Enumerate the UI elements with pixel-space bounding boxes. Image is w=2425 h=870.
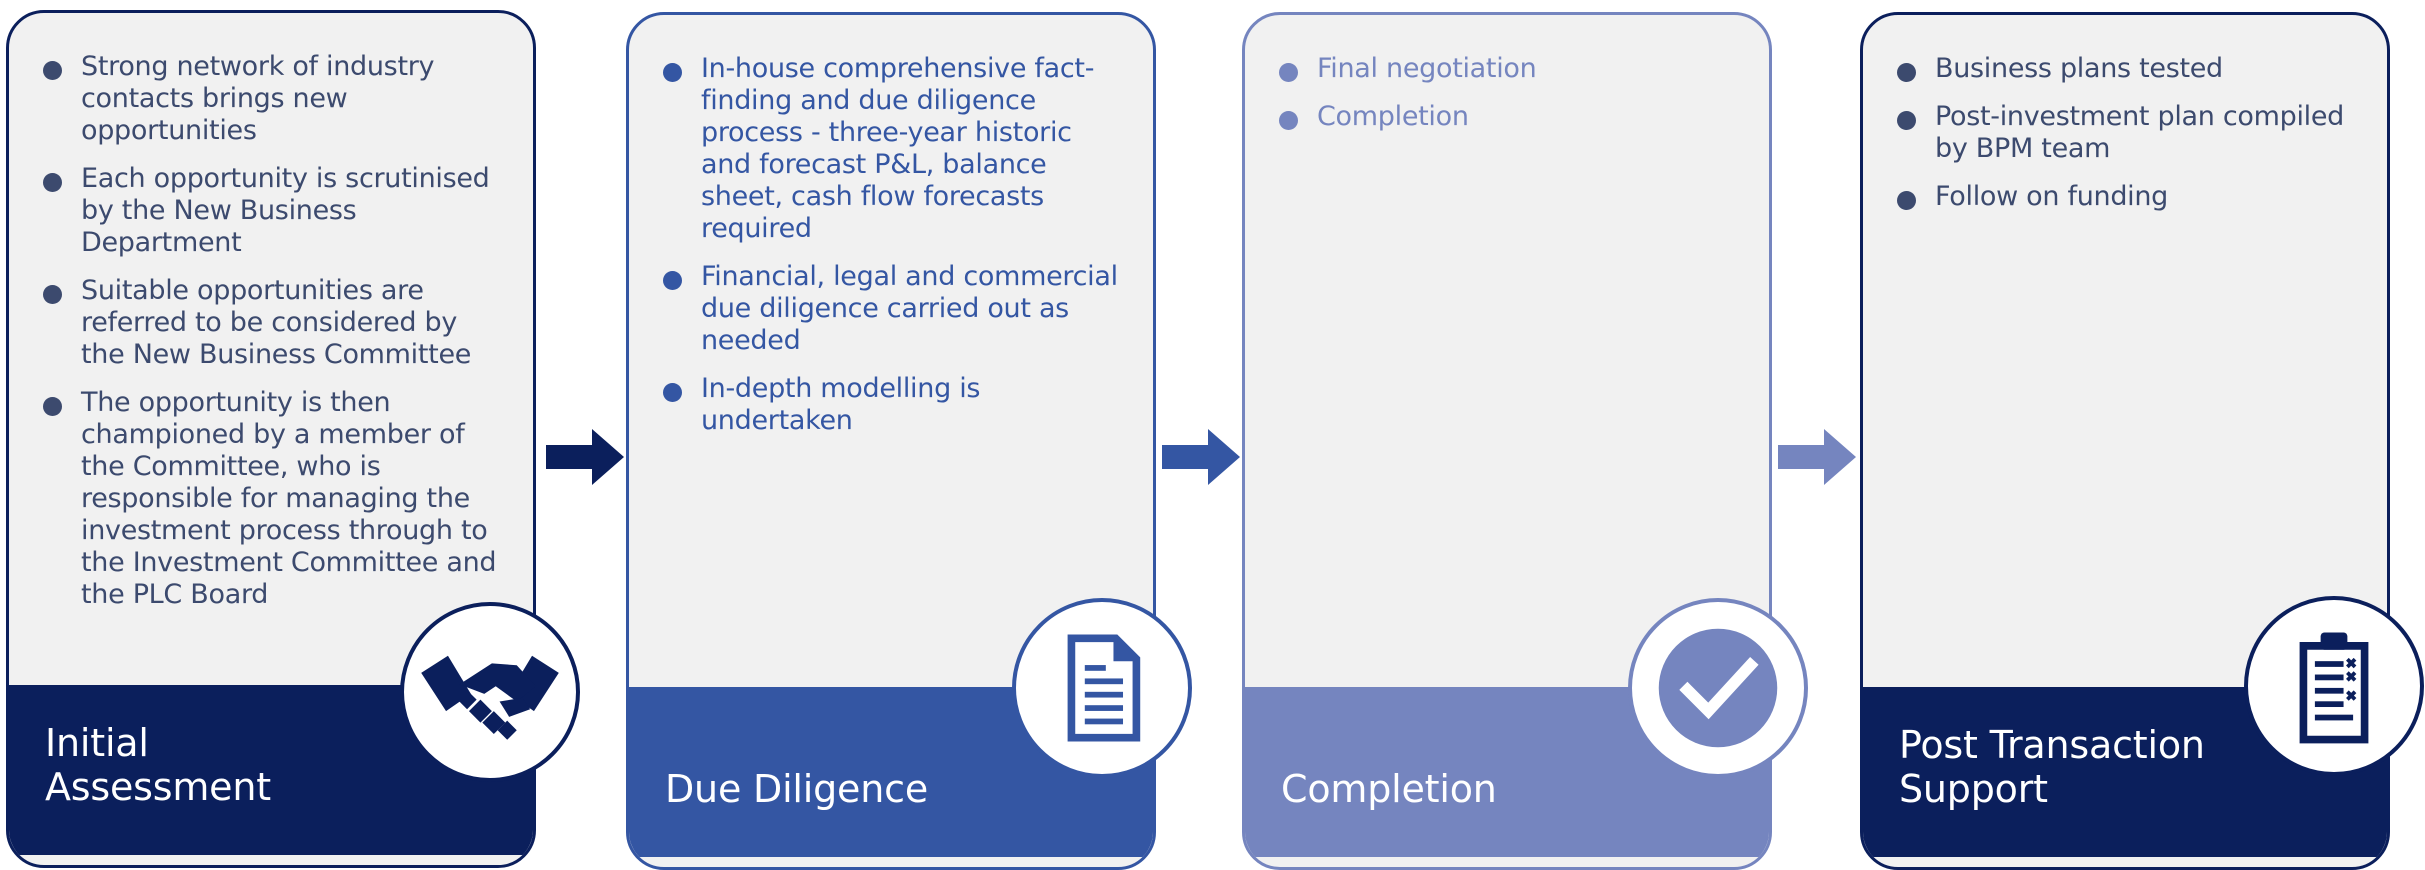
- arrow-right-icon: [546, 429, 624, 485]
- bullet-list: In-house comprehensive fact-finding and …: [663, 53, 1125, 453]
- stage-title: Initial Assessment: [45, 721, 271, 809]
- list-item: Strong network of industry contacts brin…: [43, 51, 505, 147]
- clipboard-icon: [2244, 596, 2424, 776]
- stage-footer: Completion: [1245, 687, 1769, 857]
- list-item: Follow on funding: [1897, 181, 2359, 213]
- stage-title: Due Diligence: [665, 767, 928, 811]
- bullet-list: Final negotiation Completion: [1279, 53, 1741, 149]
- list-item: Completion: [1279, 101, 1741, 133]
- list-item: Financial, legal and commercial due dili…: [663, 261, 1125, 357]
- checkmark-icon: [1628, 598, 1808, 778]
- stage-title: Post Transaction Support: [1899, 723, 2205, 811]
- bullet-list: Strong network of industry contacts brin…: [43, 51, 505, 627]
- stage-card-due-diligence: In-house comprehensive fact-finding and …: [626, 12, 1156, 870]
- stage-title: Completion: [1281, 767, 1497, 811]
- bullet-list: Business plans tested Post-investment pl…: [1897, 53, 2359, 229]
- list-item: Post-investment plan compiled by BPM tea…: [1897, 101, 2359, 165]
- list-item: Each opportunity is scrutinised by the N…: [43, 163, 505, 259]
- list-item: Suitable opportunities are referred to b…: [43, 275, 505, 371]
- handshake-icon: [400, 602, 580, 782]
- arrow-right-icon: [1778, 429, 1856, 485]
- list-item: Business plans tested: [1897, 53, 2359, 85]
- arrow-right-icon: [1162, 429, 1240, 485]
- document-icon: [1012, 598, 1192, 778]
- list-item: In-depth modelling is undertaken: [663, 373, 1125, 437]
- list-item: In-house comprehensive fact-finding and …: [663, 53, 1125, 245]
- list-item: Final negotiation: [1279, 53, 1741, 85]
- list-item: The opportunity is then championed by a …: [43, 387, 505, 611]
